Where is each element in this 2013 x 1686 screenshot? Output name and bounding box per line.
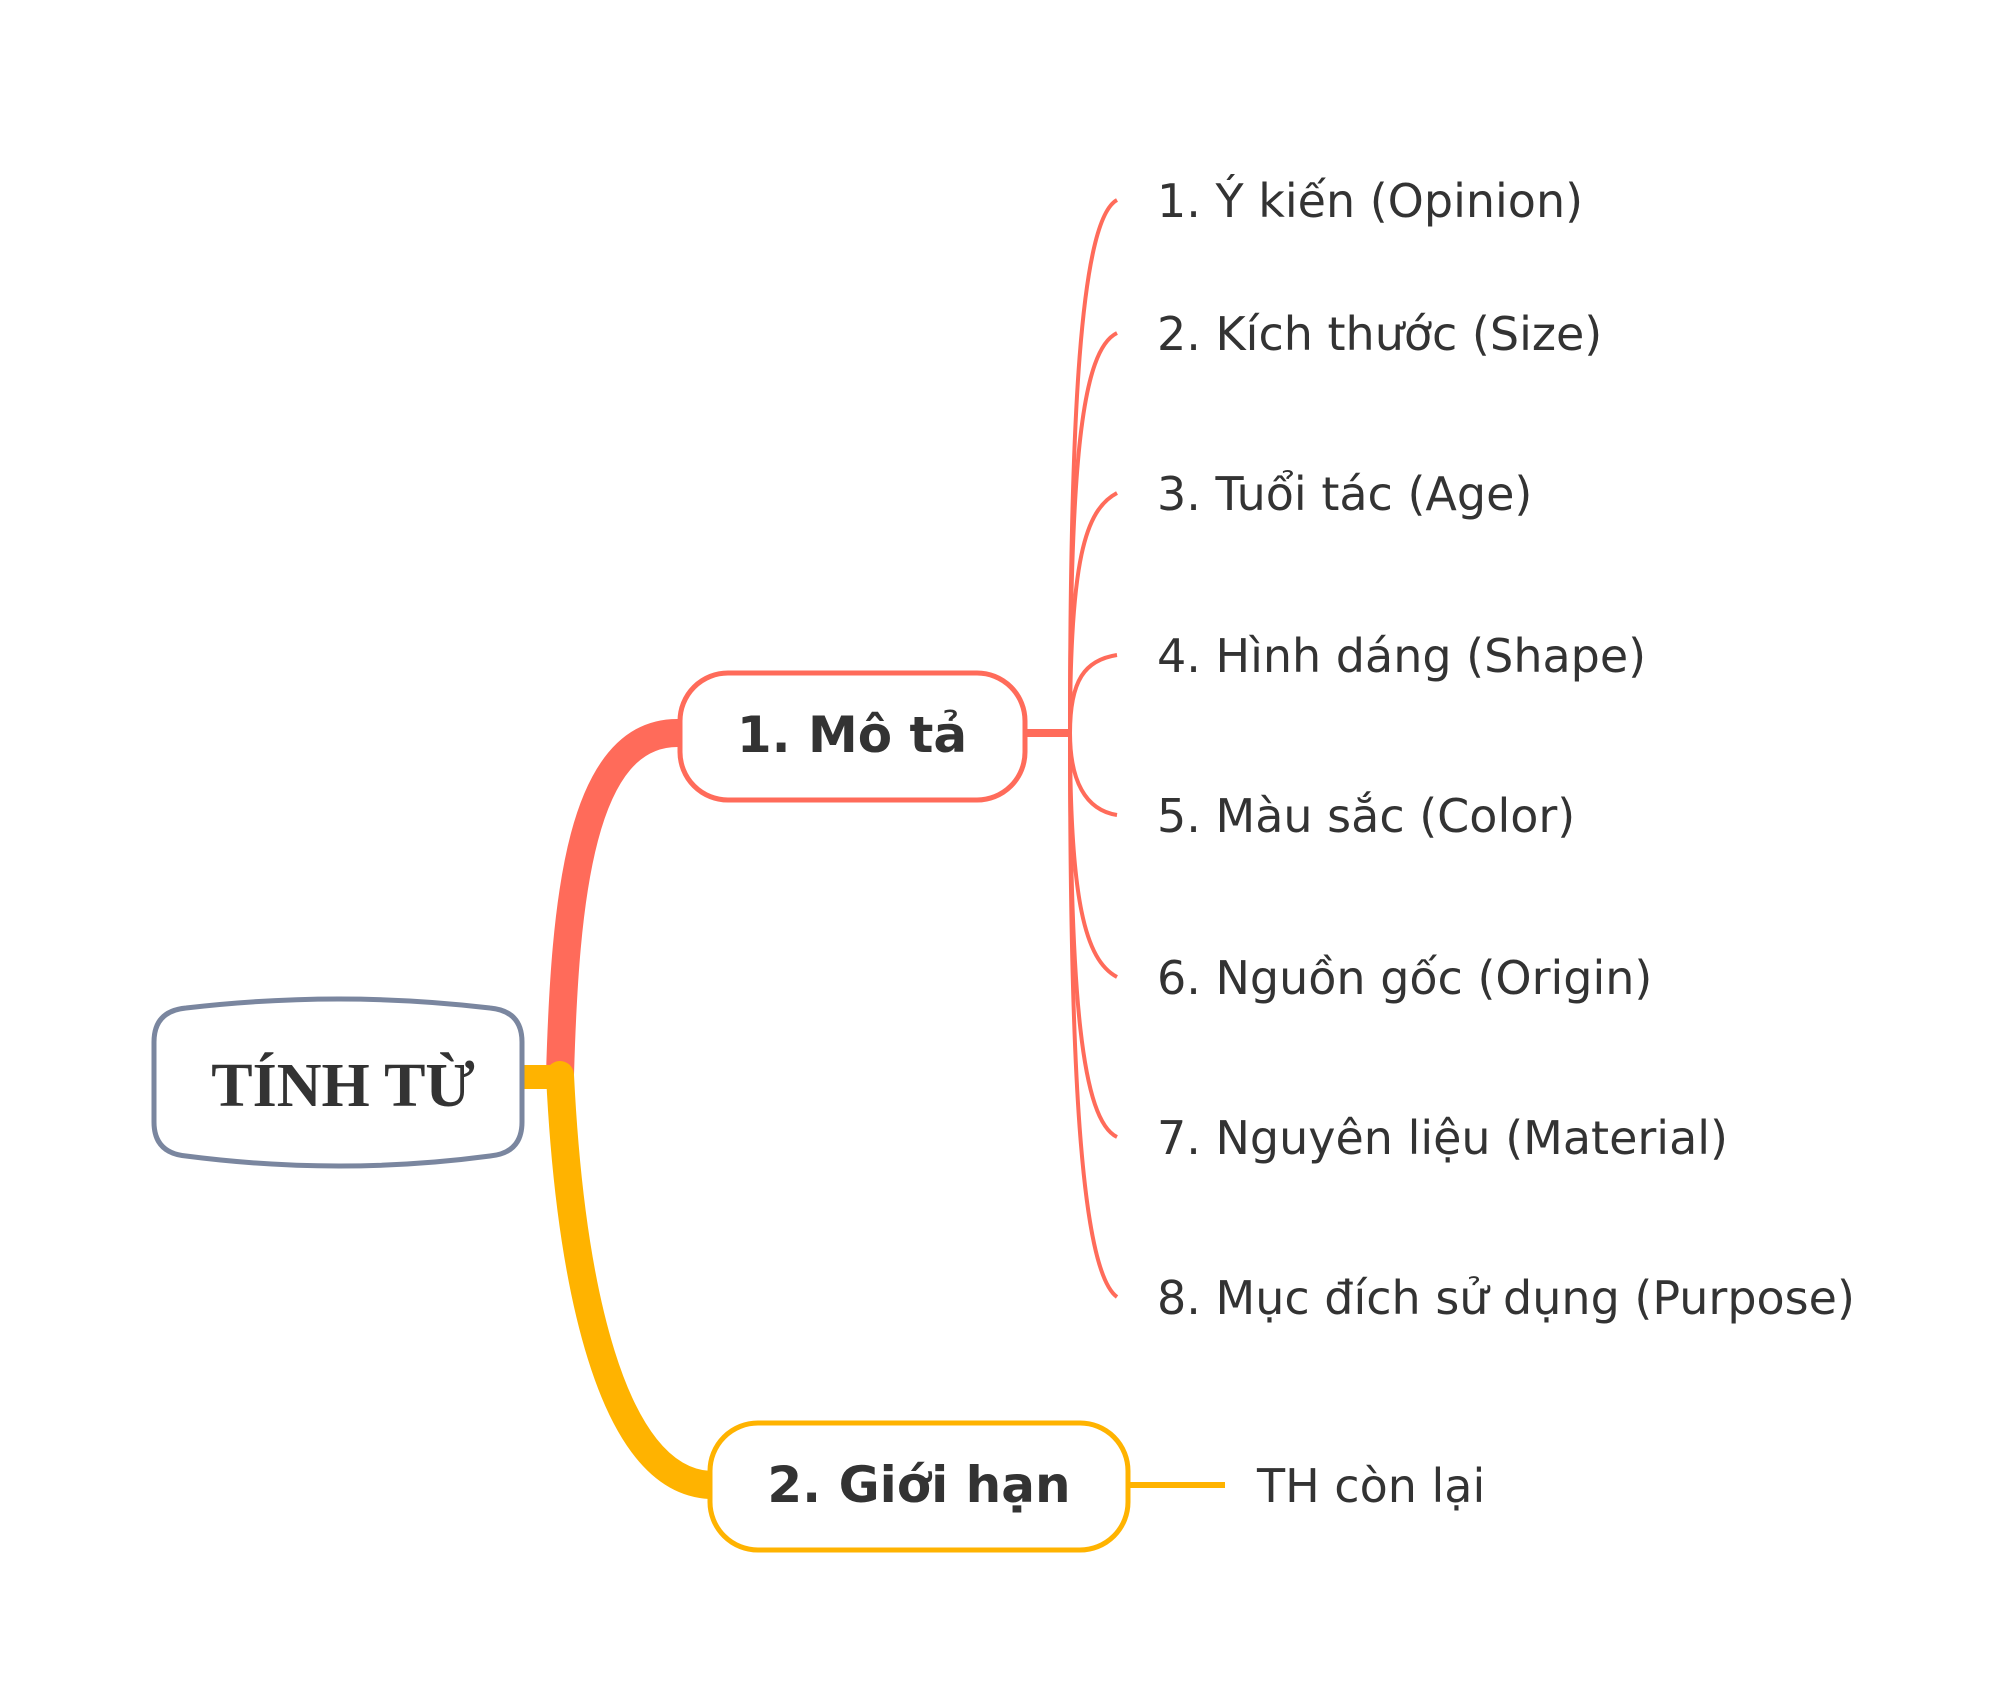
root-node[interactable]: TÍNH TỪ (151, 996, 525, 1169)
branch-node-2-shape (707, 1420, 1131, 1553)
branch-2-label: 2. Giới hạn (767, 1456, 1070, 1514)
connector-root-stub (520, 1065, 570, 1089)
branch-1-leaf-connectors (1068, 198, 1119, 1299)
connector-root-to-branch-1 (546, 718, 694, 1089)
connector-leaf-4 (1068, 653, 1118, 734)
leaf-1-6[interactable]: 6. Nguồn gốc (Origin) (1157, 951, 1652, 1005)
leaf-1-8[interactable]: 8. Mục đích sử dụng (Purpose) (1157, 1271, 1855, 1325)
branch-node-2[interactable]: 2. Giới hạn (707, 1420, 1131, 1553)
connector-leaf-6 (1068, 732, 1118, 979)
connector-leaf-3 (1068, 491, 1118, 734)
connector-root-to-branch-2 (546, 1061, 724, 1499)
leaf-1-5[interactable]: 5. Màu sắc (Color) (1157, 789, 1575, 843)
branch-node-1[interactable]: 1. Mô tả (677, 670, 1028, 803)
branch-node-1-shape (677, 670, 1028, 803)
leaf-1-2[interactable]: 2. Kích thước (Size) (1157, 307, 1602, 361)
connector-leaf-5 (1068, 732, 1118, 817)
leaf-1-1[interactable]: 1. Ý kiến (Opinion) (1157, 174, 1583, 228)
branch-1-label: 1. Mô tả (737, 706, 967, 764)
root-node-shape (151, 996, 525, 1169)
leaf-1-7[interactable]: 7. Nguyên liệu (Material) (1157, 1111, 1728, 1165)
connector-leaf-8 (1068, 732, 1119, 1299)
root-label: TÍNH TỪ (211, 1052, 475, 1120)
leaf-1-4[interactable]: 4. Hình dáng (Shape) (1157, 629, 1646, 683)
leaf-1-3[interactable]: 3. Tuổi tác (Age) (1157, 467, 1532, 521)
leaf-2-1[interactable]: TH còn lại (1256, 1459, 1485, 1513)
